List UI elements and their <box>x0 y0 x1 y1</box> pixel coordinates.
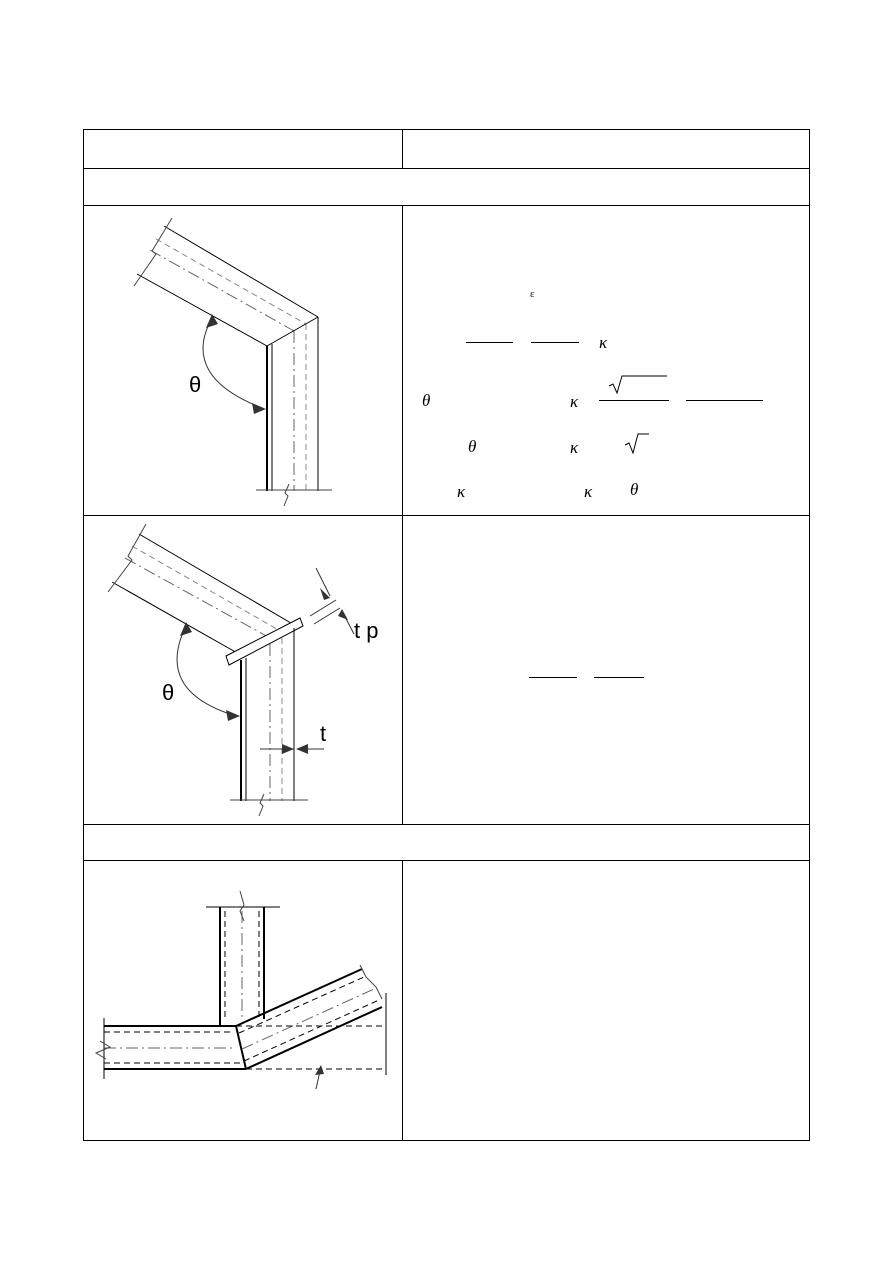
formula-1-kappa-5: κ <box>584 482 593 501</box>
table-frame <box>83 129 810 1141</box>
formula-1-fraction-bar-3 <box>599 400 669 401</box>
figure-2-knee-joint-with-plate-drawing: θ t p t <box>107 523 378 817</box>
formula-1-fraction-bar-1 <box>466 342 513 343</box>
formula-1-theta-1: θ <box>422 391 431 410</box>
formula-1-kappa-2: κ <box>570 392 579 411</box>
formula-1-theta-2: θ <box>468 437 477 456</box>
figure-2-tp-label: t p <box>354 618 378 643</box>
header-column-divider <box>402 129 403 168</box>
row-2-bottom-rule <box>83 824 810 825</box>
section-b-bottom-rule <box>83 860 810 861</box>
formula-1-kappa-4: κ <box>457 482 466 501</box>
formula-2-fraction-bar-2 <box>594 677 644 678</box>
figure-3-t-joint-drawing <box>94 890 387 1090</box>
figure-2-theta-label: θ <box>162 680 174 705</box>
figure-1-theta-label: θ <box>189 372 201 397</box>
section-a-bottom-rule <box>83 205 810 206</box>
formula-1-kappa-3: κ <box>570 438 579 457</box>
formula-1-epsilon: ε <box>530 288 535 300</box>
formula-1-sqrt-1 <box>608 375 667 394</box>
formula-1-kappa-1: κ <box>599 333 608 352</box>
formula-1-fraction-bar-4 <box>686 400 763 401</box>
row-1-2-column-divider <box>402 205 403 824</box>
formula-1-theta-3: θ <box>630 480 639 499</box>
formula-1-sqrt-2 <box>624 433 649 454</box>
figure-1-knee-joint-drawing: θ <box>133 217 332 507</box>
figure-2-t-label: t <box>320 721 326 746</box>
header-bottom-rule <box>83 168 810 169</box>
row-3-column-divider <box>402 860 403 1141</box>
formula-1-fraction-bar-2 <box>531 342 579 343</box>
row-1-bottom-rule <box>83 515 810 516</box>
formula-2-fraction-bar-1 <box>529 677 577 678</box>
